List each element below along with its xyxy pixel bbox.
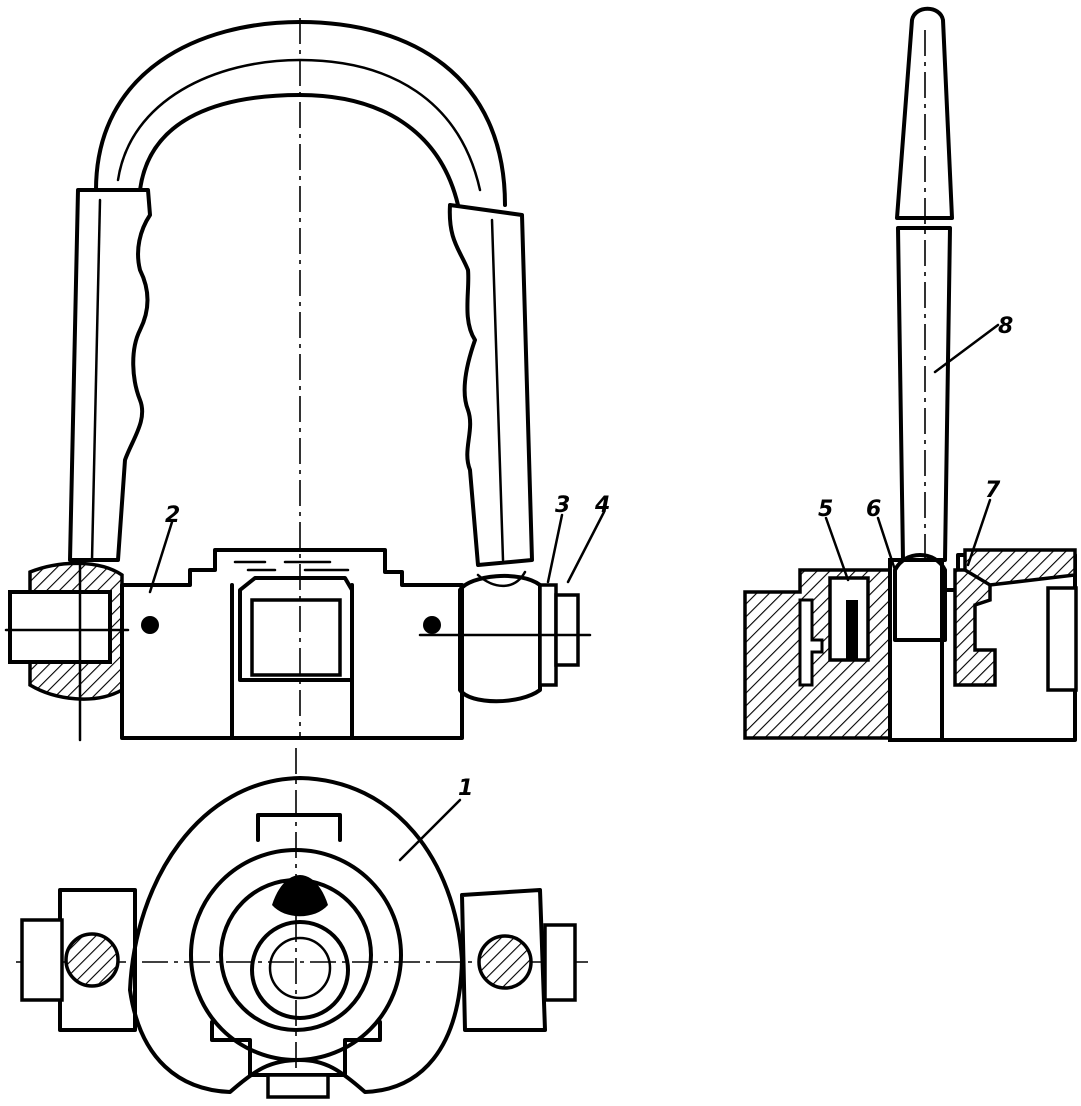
leader-7 xyxy=(966,498,992,567)
label-part-8: 8 xyxy=(998,314,1013,339)
label-part-6: 6 xyxy=(866,497,881,522)
label-part-7: 7 xyxy=(985,478,1001,503)
plan-right-screw-section xyxy=(477,934,533,990)
leader-1 xyxy=(398,798,462,862)
right-leg-axis xyxy=(490,218,505,562)
plan-view xyxy=(16,748,590,1099)
label-part-2: 2 xyxy=(165,503,180,528)
plan-bottom-screw xyxy=(266,1073,330,1099)
leader-8 xyxy=(933,323,1000,374)
bow-outer-arc xyxy=(94,20,507,207)
leader-6 xyxy=(876,516,897,572)
socket-thread-top xyxy=(233,560,350,572)
left-screw-head xyxy=(8,590,112,664)
side-right-insert-7 xyxy=(953,568,997,687)
plan-ring-inner xyxy=(250,920,350,1020)
handle-shaft xyxy=(896,226,952,562)
plan-left-nut xyxy=(20,918,64,1002)
side-right-top-block xyxy=(963,548,1077,587)
right-bushing-arc xyxy=(476,570,527,588)
plan-right-nut xyxy=(543,923,577,1002)
right-nut xyxy=(554,593,580,667)
side-right-slot xyxy=(1046,586,1078,692)
leader-4 xyxy=(566,510,606,584)
right-leg xyxy=(447,203,534,567)
plan-outer-body xyxy=(128,776,464,1094)
leader-3 xyxy=(546,513,564,584)
right-bushing xyxy=(458,573,542,704)
label-part-4: 4 xyxy=(594,493,610,518)
side-left-cavity xyxy=(798,598,824,687)
base-block xyxy=(120,548,464,740)
label-part-3: 3 xyxy=(555,493,570,518)
part-labels: 1 2 3 4 5 6 7 8 xyxy=(165,314,1013,801)
label-part-5: 5 xyxy=(818,497,833,522)
handle-rod xyxy=(895,6,954,220)
central-socket xyxy=(238,576,354,682)
plan-left-screw-section xyxy=(64,932,120,988)
plan-right-clamp xyxy=(460,888,547,1032)
bow-inner-arc xyxy=(138,93,460,207)
central-socket-inner xyxy=(250,598,342,677)
leader-5 xyxy=(824,516,850,582)
plan-ring-outer xyxy=(189,848,403,1062)
plan-top-tab xyxy=(256,813,342,842)
side-spring xyxy=(846,600,858,660)
left-leg-axis xyxy=(90,198,102,562)
plan-bore xyxy=(268,936,332,1000)
lock-pin-right xyxy=(423,616,441,634)
label-part-1: 1 xyxy=(458,776,473,801)
leader-2 xyxy=(148,520,174,594)
front-view xyxy=(4,18,592,742)
plan-pin-black xyxy=(272,875,328,917)
left-leg xyxy=(68,188,152,562)
lock-pin-left xyxy=(141,616,159,634)
bow-mid-line xyxy=(116,58,482,192)
leader-lines xyxy=(148,323,1000,862)
side-center-column xyxy=(888,558,944,742)
side-center-cap xyxy=(893,553,947,642)
side-section-view xyxy=(743,6,1078,742)
